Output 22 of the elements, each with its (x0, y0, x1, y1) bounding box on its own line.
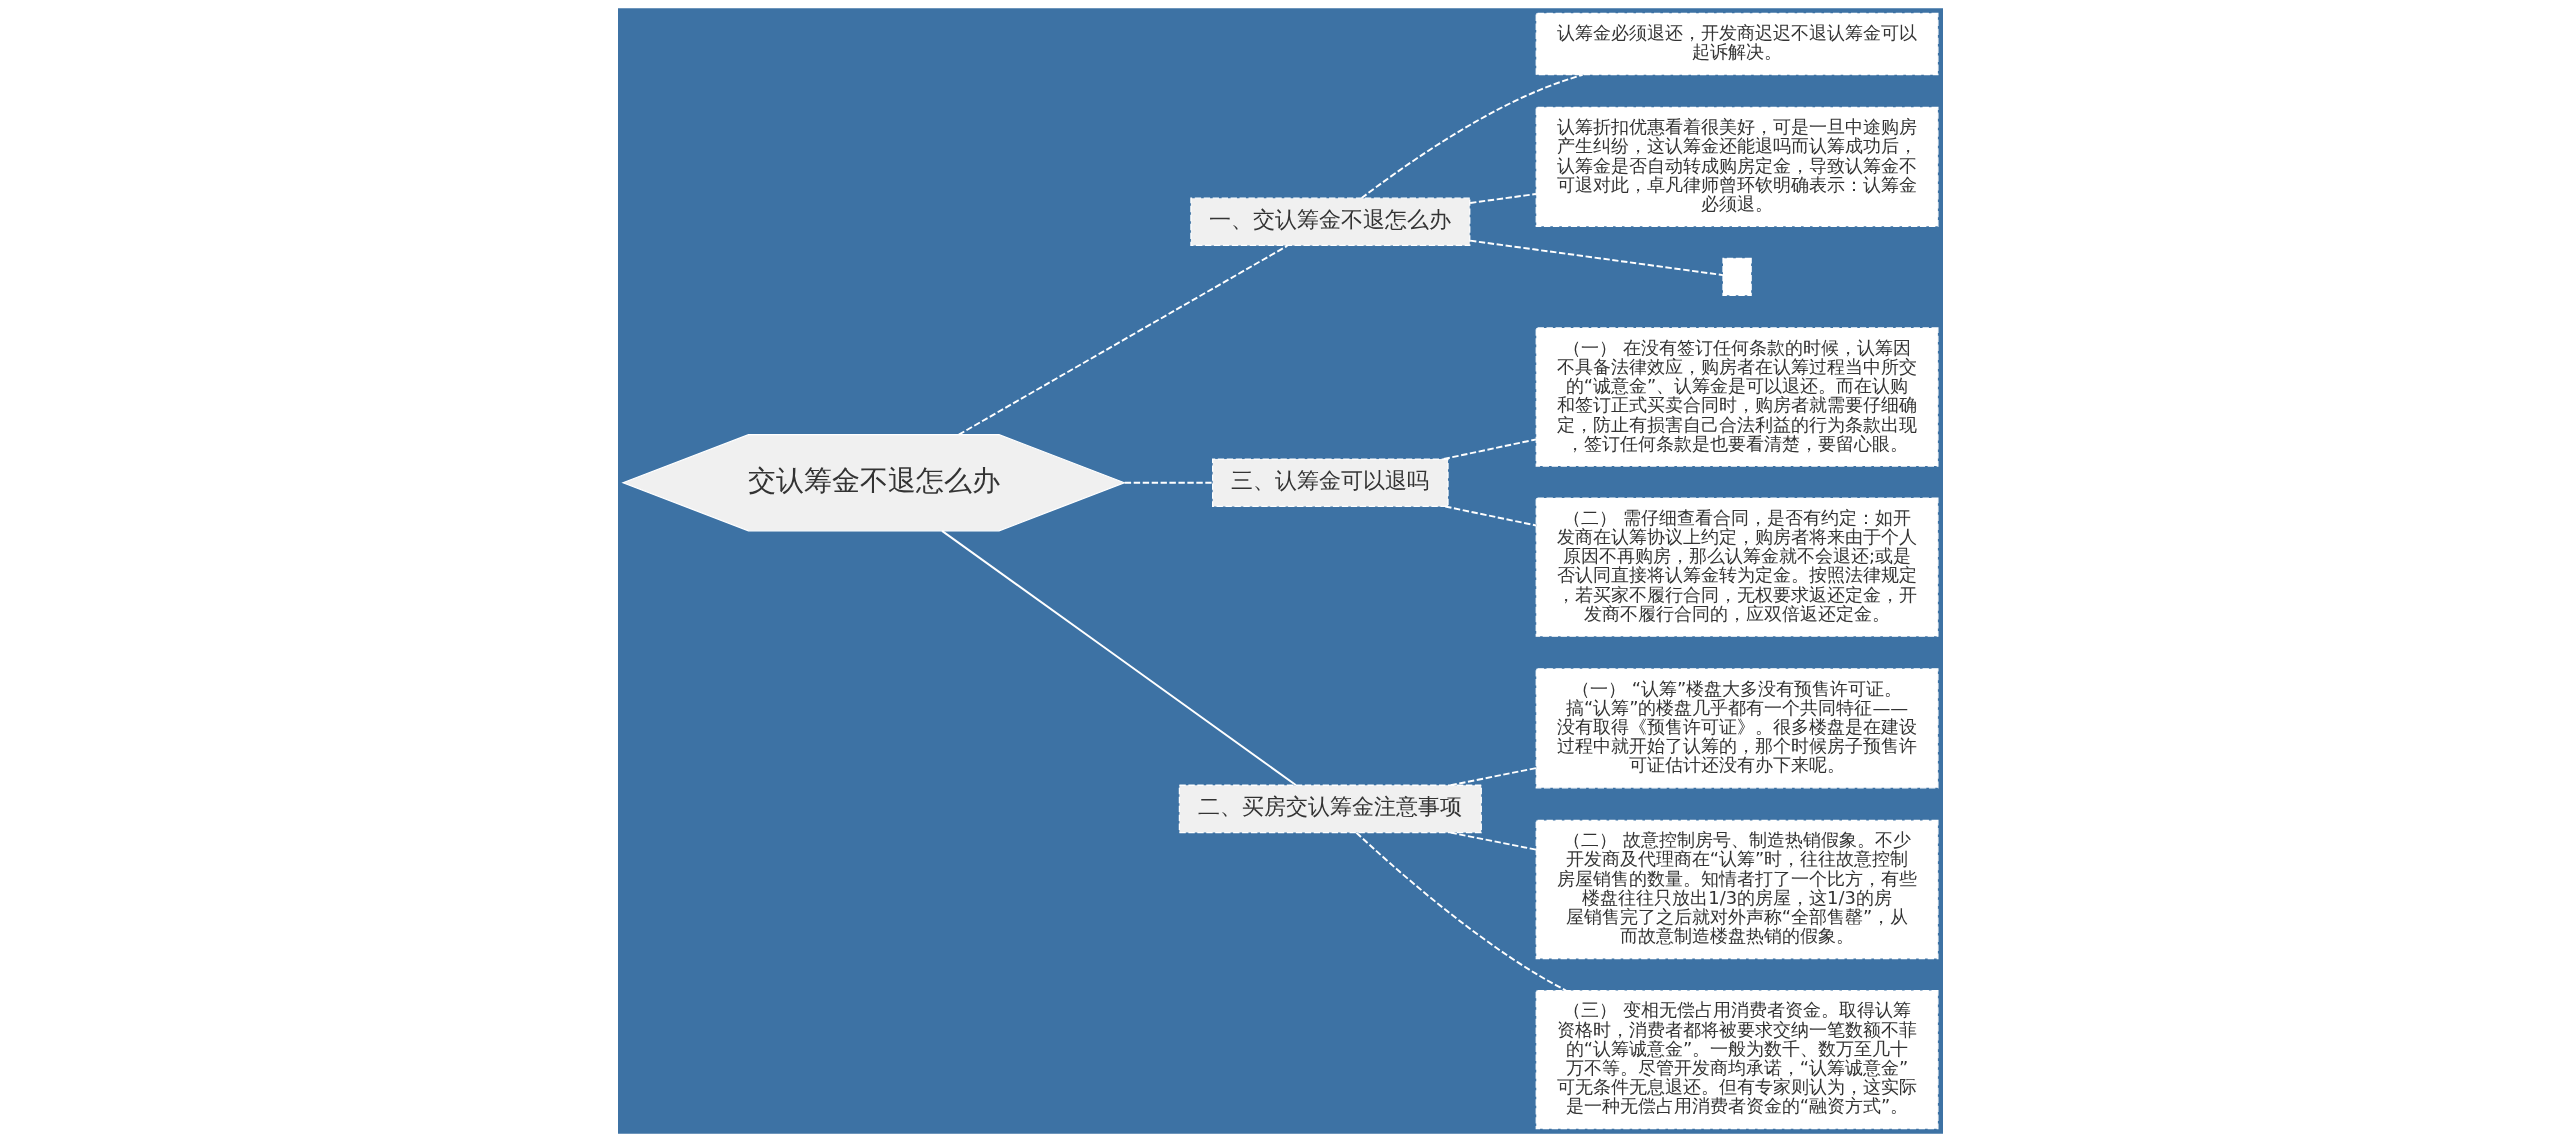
connector (1468, 239, 1724, 277)
connector (1442, 438, 1537, 460)
node-box: 认筹金必须退还，开发商迟迟不退认筹金可以起诉解决。 (1535, 12, 1939, 76)
connector (940, 529, 1297, 786)
connector (1468, 193, 1537, 204)
node-box: 一、交认筹金不退怎么办 (1189, 197, 1470, 247)
node-box: 认筹折扣优惠看着很美好，可是一旦中途购房产生纠纷，这认筹金还能退吗而认筹成功后，认筹金是否自动转成购房定金，导致认筹金不可退对此，卓凡律师曾环钦明确表示：认筹金必须退。 (1535, 106, 1939, 227)
connector (957, 244, 1288, 436)
node-box: 三、认筹金可以退吗 (1211, 458, 1449, 508)
connector (1443, 505, 1537, 527)
connector (1123, 481, 1213, 484)
node-box (1721, 257, 1752, 296)
connector (1360, 73, 1584, 199)
node-box: （一） 在没有签订任何条款的时候，认筹因不具备法律效应，购房者在认筹过程当中所交的“诚意金”、认筹金是可以退还。而在认购和签订正式买卖合同时，购房者就需要仔细确定，防止有损害自己合法利益的行为条款出现，签订任何条款是也要看清楚，要留心眼。 (1535, 327, 1939, 467)
connector (1449, 767, 1537, 787)
node-box: （一） “认筹”楼盘大多没有预售许可证。搞“认筹”的楼盘几乎都有一个共同特征——没有取得《预售许可证》。很多楼盘是在建设过程中就开始了认筹的，那个时候房子预售许可证估计还没有办下来呢。 (1535, 668, 1939, 789)
node-box: （三） 变相无偿占用消费者资金。取得认筹资格时，消费者都将被要求交纳一笔数额不菲的“认筹诚意金”。一般为数千、数万至几十万不等。尽管开发商均承诺，“认筹诚意金”可无条件无息退还。但有专家则认为，这实际是一种无偿占用消费者资金的“融资方式”。 (1535, 989, 1939, 1130)
node-box: 二、买房交认筹金注意事项 (1178, 784, 1482, 834)
connector (1354, 831, 1567, 992)
node-box: （二） 需仔细查看合同，是否有约定：如开发商在认筹协议上约定，购房者将来由于个人原因不再购房，那么认筹金就不会退还;或是否认同直接将认筹金转为定金。按照法律规定，若买家不履行合同，无权要求返还定金，开发商不履行合同的，应双倍返还定金。 (1535, 497, 1939, 637)
connector (1449, 831, 1537, 851)
node-box: （二） 故意控制房号、制造热销假象。不少开发商及代理商在“认筹”时，往往故意控制房屋销售的数量。知情者打了一个比方，有些楼盘往往只放出1/3的房屋，这1/3的房屋销售完了之后就对外声称“全部售罄”，从而故意制造楼盘热销的假象。 (1535, 819, 1939, 960)
